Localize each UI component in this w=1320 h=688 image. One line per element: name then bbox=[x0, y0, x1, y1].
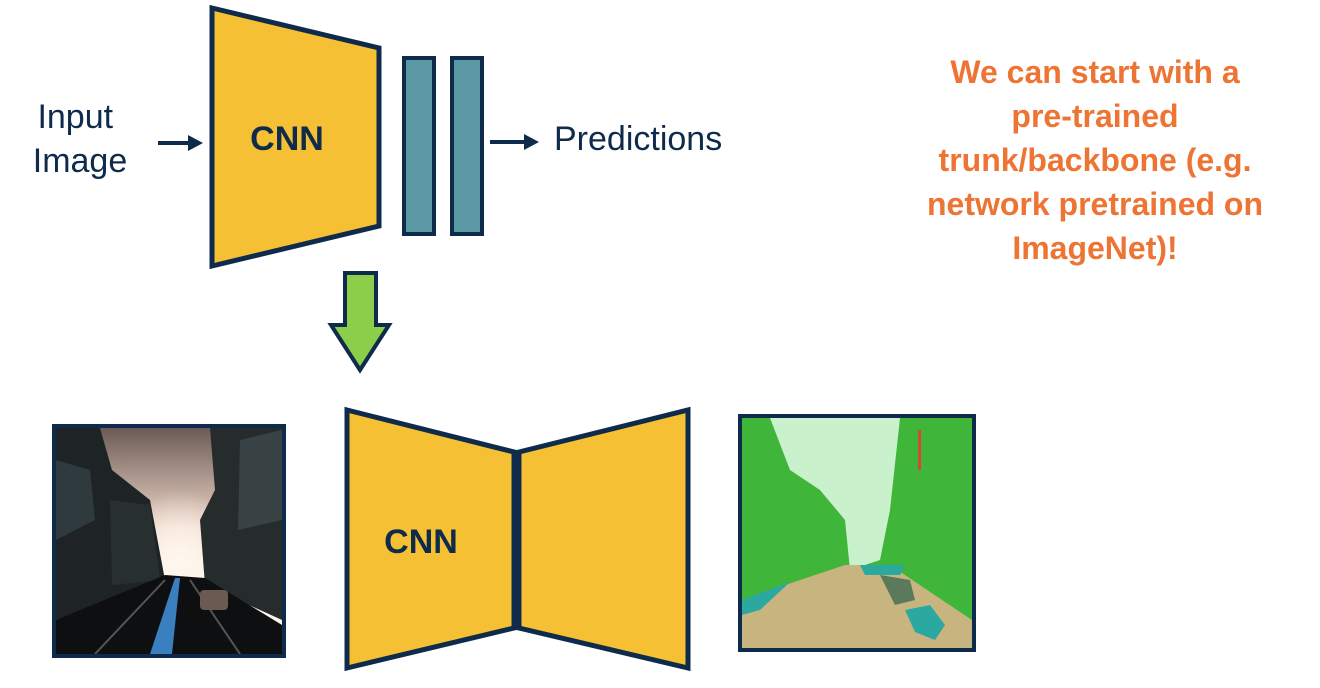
decoder bbox=[516, 406, 691, 672]
top-pipeline: Input Image CNN Predictions bbox=[33, 4, 722, 270]
bottom-pipeline: CNN bbox=[52, 406, 976, 672]
segmentation-map bbox=[738, 414, 976, 652]
callout-line: ImageNet)! bbox=[1012, 230, 1178, 266]
fc-layer-1 bbox=[402, 56, 436, 236]
input-arrow bbox=[158, 135, 203, 151]
callout-line: network pretrained on bbox=[926, 186, 1264, 222]
encoder bbox=[344, 406, 517, 672]
callout-line: We can start with a bbox=[950, 54, 1240, 90]
callout-line: pre-trained bbox=[1011, 98, 1179, 134]
input-label-line2: Image bbox=[33, 142, 128, 180]
output-arrow bbox=[490, 134, 539, 150]
cnn-label-top: CNN bbox=[250, 120, 324, 158]
fc-layer-2 bbox=[450, 56, 484, 236]
input-label-line1: Input bbox=[37, 98, 113, 136]
callout-line: trunk/backbone (e.g. bbox=[938, 142, 1252, 178]
input-photo bbox=[52, 424, 286, 658]
output-label: Predictions bbox=[554, 120, 722, 158]
pretrained-callout: We can start with a pre-trained trunk/ba… bbox=[880, 50, 1310, 270]
cnn-trunk bbox=[209, 4, 382, 270]
cnn-label-bottom: CNN bbox=[384, 523, 458, 561]
input-label: Input Image bbox=[33, 98, 128, 180]
down-arrow bbox=[327, 271, 393, 374]
